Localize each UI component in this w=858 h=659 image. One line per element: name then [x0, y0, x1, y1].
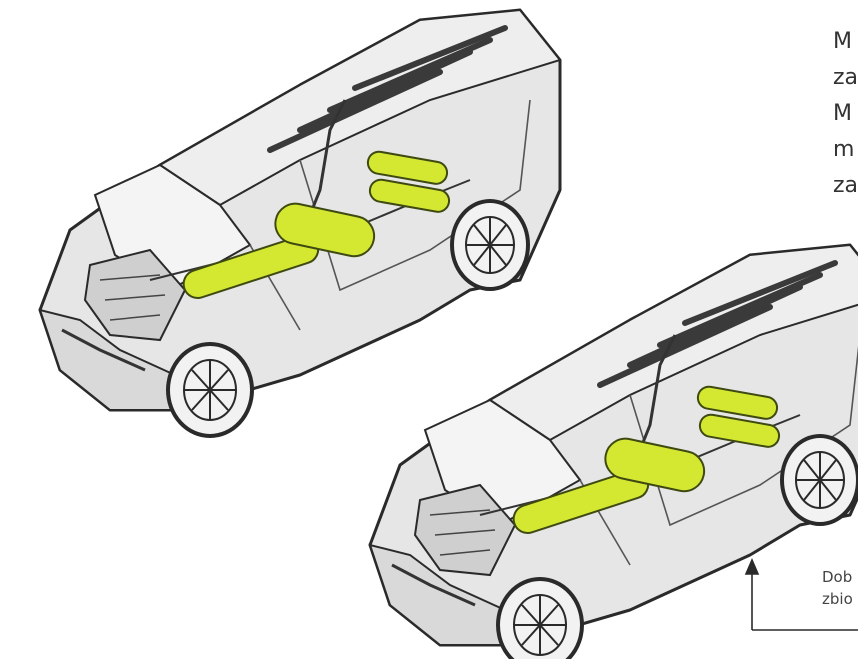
caption-line: Dob	[822, 568, 853, 586]
van-illustration-upper	[40, 10, 560, 436]
side-text-line: za	[833, 173, 858, 198]
side-description-text: M za M m za	[833, 24, 858, 204]
side-text-line: M	[833, 101, 852, 126]
tank-caption: Dob zbio	[822, 566, 853, 610]
caption-line: zbio	[822, 590, 853, 608]
caption-arrow	[744, 557, 858, 631]
side-text-line: M	[833, 29, 852, 54]
side-text-line: za	[833, 65, 858, 90]
side-text-line: m	[833, 137, 855, 162]
